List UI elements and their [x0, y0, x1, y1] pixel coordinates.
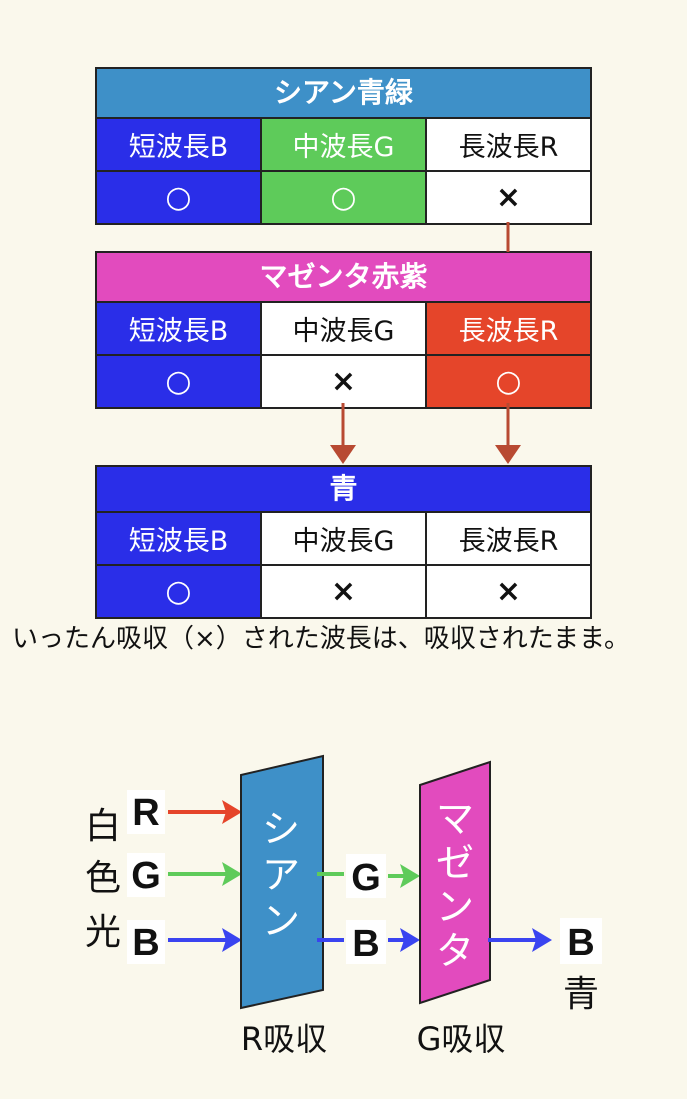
magenta-filter-char: ン — [436, 885, 474, 929]
table-cyan-header-row: 短波長B 中波長G 長波長R — [97, 119, 590, 170]
mid-letter-g: G — [351, 857, 381, 899]
letter-bg — [127, 853, 165, 897]
cell-header: 中波長G — [260, 303, 425, 354]
table-blue-header-row: 短波長B 中波長G 長波長R — [97, 513, 590, 564]
table-cyan: シアン青緑 短波長B 中波長G 長波長R ○ ○ × — [95, 67, 592, 225]
cell-mark: × — [425, 566, 590, 617]
cell-mark: × — [425, 172, 590, 223]
letter-bg — [560, 918, 602, 964]
cell-header: 長波長R — [425, 119, 590, 170]
cell-mark: × — [260, 566, 425, 617]
cell-mark: ○ — [425, 356, 590, 407]
input-letter-b: B — [132, 922, 159, 964]
cyan-filter — [240, 754, 324, 1010]
letter-bg — [346, 920, 386, 964]
output-label: 青 — [563, 974, 599, 1015]
magenta-filter-char: ゼ — [436, 841, 474, 885]
output-letter-b: B — [567, 922, 594, 964]
cell-header: 中波長G — [260, 119, 425, 170]
letter-bg — [127, 790, 165, 834]
arrowhead-icon — [330, 445, 356, 464]
arrowhead-icon — [532, 928, 552, 952]
cell-mark: ○ — [97, 566, 260, 617]
cell-header: 長波長R — [425, 303, 590, 354]
cell-header: 中波長G — [260, 513, 425, 564]
arrowhead-icon — [222, 862, 242, 886]
table-magenta-title: マゼンタ赤紫 — [97, 253, 590, 303]
cyan-filter-char: ン — [262, 899, 300, 943]
table-cyan-mark-row: ○ ○ × — [97, 170, 590, 223]
cell-header: 短波長B — [97, 513, 260, 564]
arrowhead-icon — [222, 800, 242, 824]
magenta-filter — [419, 760, 491, 1005]
white-light-label: 光 — [85, 912, 121, 953]
cell-header: 短波長B — [97, 303, 260, 354]
arrowhead-icon — [222, 928, 242, 952]
cyan-filter-char: ア — [262, 853, 300, 897]
letter-bg — [346, 854, 386, 898]
mid-letter-b: B — [352, 923, 379, 965]
input-letter-r: R — [132, 792, 159, 834]
table-blue: 青 短波長B 中波長G 長波長R ○ × × — [95, 465, 592, 619]
cell-header: 短波長B — [97, 119, 260, 170]
cell-header: 長波長R — [425, 513, 590, 564]
white-light-label: 白 — [85, 806, 121, 847]
absorb-label-r: R吸収 — [241, 1020, 327, 1058]
table-magenta: マゼンタ赤紫 短波長B 中波長G 長波長R ○ × ○ — [95, 251, 592, 409]
white-light-label: 色 — [85, 858, 121, 899]
cell-mark: ○ — [260, 172, 425, 223]
absorption-note: いったん吸収（×）された波長は、吸収されたまま。 — [12, 624, 630, 654]
cell-mark: ○ — [97, 356, 260, 407]
letter-bg — [127, 920, 165, 964]
table-magenta-mark-row: ○ × ○ — [97, 354, 590, 407]
absorb-label-g: G吸収 — [417, 1020, 506, 1058]
table-cyan-title: シアン青緑 — [97, 69, 590, 119]
table-magenta-header-row: 短波長B 中波長G 長波長R — [97, 303, 590, 354]
arrowhead-icon — [400, 864, 420, 888]
cell-mark: ○ — [97, 172, 260, 223]
arrowhead-icon — [400, 928, 420, 952]
magenta-filter-char: タ — [436, 929, 474, 973]
arrowhead-icon — [495, 445, 521, 464]
cyan-filter-char: シ — [262, 807, 300, 851]
table-blue-title: 青 — [97, 467, 590, 513]
table-blue-mark-row: ○ × × — [97, 564, 590, 617]
input-letter-g: G — [131, 855, 161, 897]
magenta-filter-char: マ — [436, 797, 474, 841]
cell-mark: × — [260, 356, 425, 407]
